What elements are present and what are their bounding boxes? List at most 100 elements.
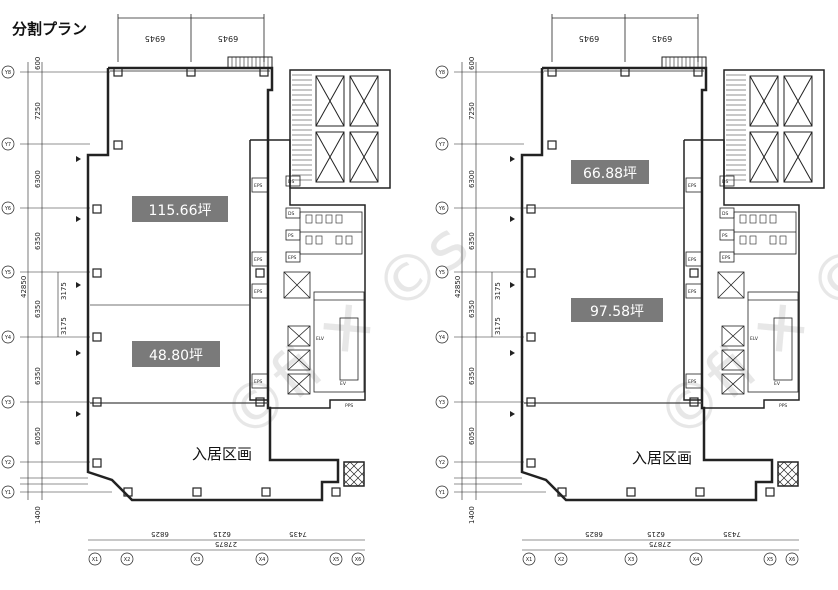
col-label-x3: X3 bbox=[628, 557, 635, 563]
columns bbox=[92, 67, 341, 497]
row-label-y2: Y2 bbox=[4, 460, 11, 466]
left-dim-6050: 6050 bbox=[34, 427, 42, 445]
left-dim-6350a: 6350 bbox=[34, 232, 42, 250]
row-label-y6: Y6 bbox=[438, 206, 445, 212]
top-dim-2: 6945 bbox=[652, 34, 672, 43]
top-dim-2: 6945 bbox=[218, 34, 238, 43]
total-width: 27875 bbox=[215, 540, 237, 548]
row-label-y8: Y8 bbox=[438, 70, 445, 76]
svg-text:PPS: PPS bbox=[345, 403, 353, 409]
svg-text:EPS: EPS bbox=[688, 257, 697, 263]
svg-text:EPS: EPS bbox=[254, 183, 263, 189]
service-core bbox=[683, 139, 800, 409]
col-label-x2: X2 bbox=[558, 557, 565, 563]
svg-text:DS: DS bbox=[288, 179, 294, 185]
svg-text:PS: PS bbox=[288, 233, 294, 239]
split-dim-1: 3175 bbox=[60, 282, 68, 300]
svg-text:EPS: EPS bbox=[254, 289, 263, 295]
stair-top bbox=[661, 56, 707, 69]
bottom-dim-6215: 6215 bbox=[213, 530, 231, 538]
col-label-x5: X5 bbox=[333, 557, 340, 563]
bottom-dim-6215: 6215 bbox=[647, 530, 665, 538]
stair-top bbox=[227, 56, 273, 69]
col-label-x6: X6 bbox=[355, 557, 362, 563]
total-height: 42850 bbox=[454, 276, 462, 298]
left-dim-1400: 1400 bbox=[34, 506, 42, 524]
row-labels: Y8 Y7 Y6 Y5 Y4 Y3 Y2 Y1 bbox=[435, 65, 449, 499]
area-lower-label: 48.80坪 bbox=[149, 348, 203, 364]
row-label-y5: Y5 bbox=[4, 270, 11, 276]
stair-core bbox=[289, 69, 391, 189]
total-height: 42850 bbox=[20, 276, 28, 298]
left-dim-7250: 7250 bbox=[34, 102, 42, 120]
row-label-y5: Y5 bbox=[438, 270, 445, 276]
row-label-y8: Y8 bbox=[4, 70, 11, 76]
col-label-x4: X4 bbox=[259, 557, 266, 563]
col-label-x6: X6 bbox=[789, 557, 796, 563]
bottom-dim-7435: 7435 bbox=[723, 530, 741, 538]
split-dim-2: 3175 bbox=[60, 317, 68, 335]
col-label-x1: X1 bbox=[526, 557, 533, 563]
total-width: 27875 bbox=[649, 540, 671, 548]
occupied-label: 入居区画 bbox=[632, 449, 692, 467]
top-dim-1: 6945 bbox=[145, 34, 165, 43]
left-dim-6350b: 6350 bbox=[468, 300, 476, 318]
row-label-y3: Y3 bbox=[4, 400, 11, 406]
column-labels: X1 X2 X3 X4 X5 X6 bbox=[88, 552, 365, 566]
row-label-y1: Y1 bbox=[4, 490, 11, 496]
row-labels: Y8 Y7 Y6 Y5 Y4 Y3 Y2 Y1 bbox=[1, 65, 15, 499]
left-dim-6050: 6050 bbox=[468, 427, 476, 445]
floor-plan-right: ©fi ✕ ©s 6945 6945 bbox=[435, 14, 838, 566]
row-label-y6: Y6 bbox=[4, 206, 11, 212]
col-label-x5: X5 bbox=[767, 557, 774, 563]
building-outline bbox=[520, 66, 774, 502]
svg-text:EPS: EPS bbox=[722, 255, 731, 261]
svg-text:EPS: EPS bbox=[288, 255, 297, 261]
left-dim-600: 600 bbox=[34, 57, 42, 70]
row-label-y4: Y4 bbox=[4, 335, 11, 341]
row-label-y7: Y7 bbox=[438, 142, 445, 148]
split-dim-1: 3175 bbox=[494, 282, 502, 300]
svg-text:ELV: ELV bbox=[750, 336, 759, 342]
svg-text:EV: EV bbox=[774, 381, 781, 387]
col-label-x1: X1 bbox=[92, 557, 99, 563]
svg-text:DS: DS bbox=[722, 179, 728, 185]
service-core bbox=[249, 139, 366, 409]
left-dim-6300: 6300 bbox=[468, 170, 476, 188]
area-box-upper bbox=[571, 160, 649, 184]
left-dim-6350b: 6350 bbox=[34, 300, 42, 318]
floor-plan-left: ©fi ✕ ©s 6945 6945 bbox=[1, 14, 483, 566]
area-box-lower bbox=[571, 298, 663, 322]
svg-text:DS: DS bbox=[722, 211, 728, 217]
svg-text:ELV: ELV bbox=[316, 336, 325, 342]
svg-text:EV: EV bbox=[340, 381, 347, 387]
area-box-upper bbox=[132, 196, 228, 222]
left-dim-6350c: 6350 bbox=[468, 367, 476, 385]
area-box-lower bbox=[132, 341, 220, 367]
watermark: ©fi ✕ ©s bbox=[643, 209, 838, 456]
svg-text:PS: PS bbox=[722, 233, 728, 239]
bottom-dim-7435: 7435 bbox=[289, 530, 307, 538]
svg-text:EPS: EPS bbox=[688, 289, 697, 295]
row-label-y4: Y4 bbox=[438, 335, 445, 341]
page-title: 分割プラン bbox=[12, 20, 88, 38]
stair-core bbox=[723, 69, 825, 189]
left-dim-1400: 1400 bbox=[468, 506, 476, 524]
occupied-label: 入居区画 bbox=[192, 445, 252, 463]
col-label-x3: X3 bbox=[194, 557, 201, 563]
hatched-shaft bbox=[777, 461, 799, 487]
left-dim-600: 600 bbox=[468, 57, 476, 70]
row-label-y7: Y7 bbox=[4, 142, 11, 148]
left-dim-6350c: 6350 bbox=[34, 367, 42, 385]
row-label-y3: Y3 bbox=[438, 400, 445, 406]
left-dim-6300: 6300 bbox=[34, 170, 42, 188]
svg-text:EPS: EPS bbox=[254, 379, 263, 385]
column-labels: X1 X2 X3 X4 X5 X6 bbox=[522, 552, 799, 566]
svg-text:DS: DS bbox=[288, 211, 294, 217]
area-upper-label: 115.66坪 bbox=[149, 203, 212, 219]
columns bbox=[526, 67, 775, 497]
left-dim-7250: 7250 bbox=[468, 102, 476, 120]
col-label-x4: X4 bbox=[693, 557, 700, 563]
svg-text:EPS: EPS bbox=[688, 183, 697, 189]
